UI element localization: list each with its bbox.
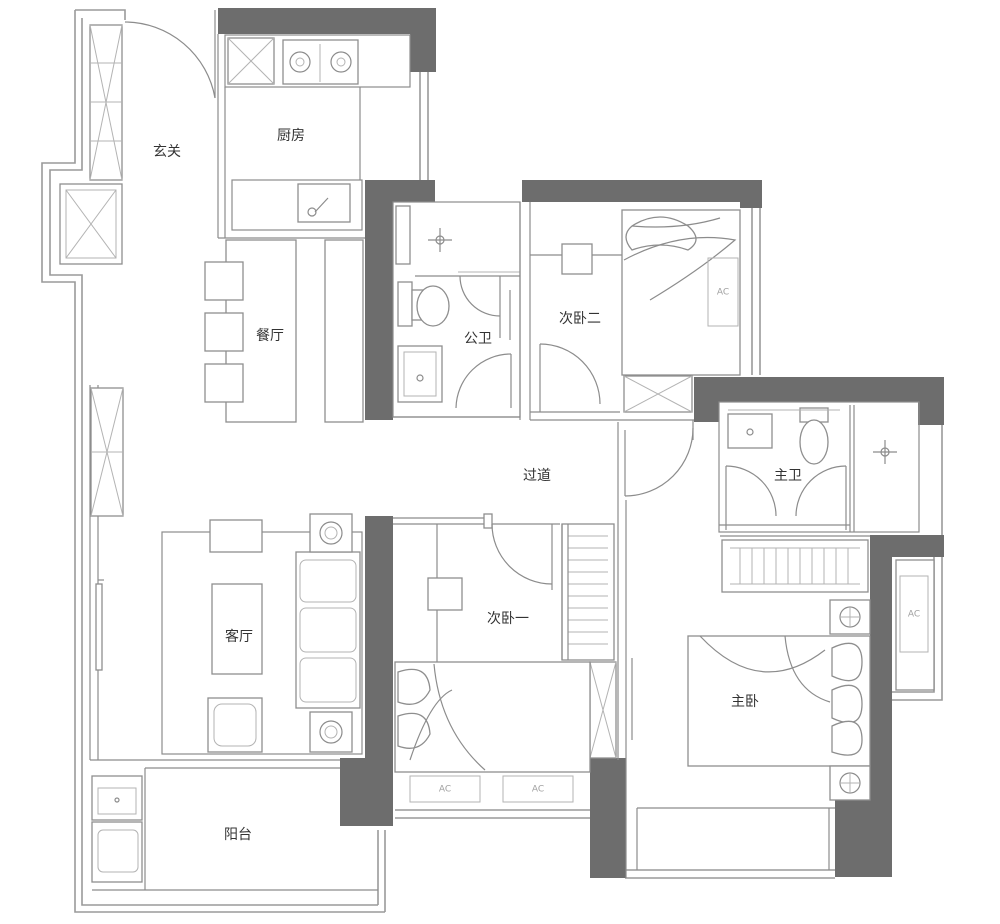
label-bedroom1: 次卧一 xyxy=(487,611,529,627)
ac-mark-master: AC xyxy=(908,610,920,620)
label-entrance: 玄关 xyxy=(153,143,181,160)
public-bath-area xyxy=(392,201,521,418)
master-bedroom-area: AC xyxy=(625,559,935,878)
corridor-doors xyxy=(617,420,694,760)
label-master-bath: 主卫 xyxy=(774,468,802,484)
kitchen-area xyxy=(217,34,411,239)
balcony-area xyxy=(91,768,378,891)
master-bath-area xyxy=(718,401,920,593)
ac-mark-bedroom2: AC xyxy=(717,288,729,298)
label-corridor: 过道 xyxy=(523,468,551,484)
label-dining: 餐厅 xyxy=(256,328,284,344)
label-living: 客厅 xyxy=(225,628,253,645)
structural-walls xyxy=(218,8,944,878)
bedroom2-area: AC xyxy=(519,202,741,421)
label-bedroom2: 次卧二 xyxy=(559,311,601,327)
label-master-bedroom: 主卧 xyxy=(731,694,759,710)
entrance-area xyxy=(59,10,216,265)
bedroom1-area: AC AC xyxy=(393,513,617,803)
ac-mark-bedroom1: AC xyxy=(439,785,451,795)
label-balcony: 阳台 xyxy=(224,827,252,843)
room-labels: 玄关 厨房 餐厅 公卫 次卧二 过道 主卫 客厅 次卧一 主卧 阳台 xyxy=(153,128,802,843)
dining-area xyxy=(204,239,364,423)
label-public-bath: 公卫 xyxy=(464,331,492,347)
ac-mark-bedroom1-b: AC xyxy=(532,785,544,795)
living-room-area xyxy=(89,385,363,769)
label-kitchen: 厨房 xyxy=(277,128,305,144)
